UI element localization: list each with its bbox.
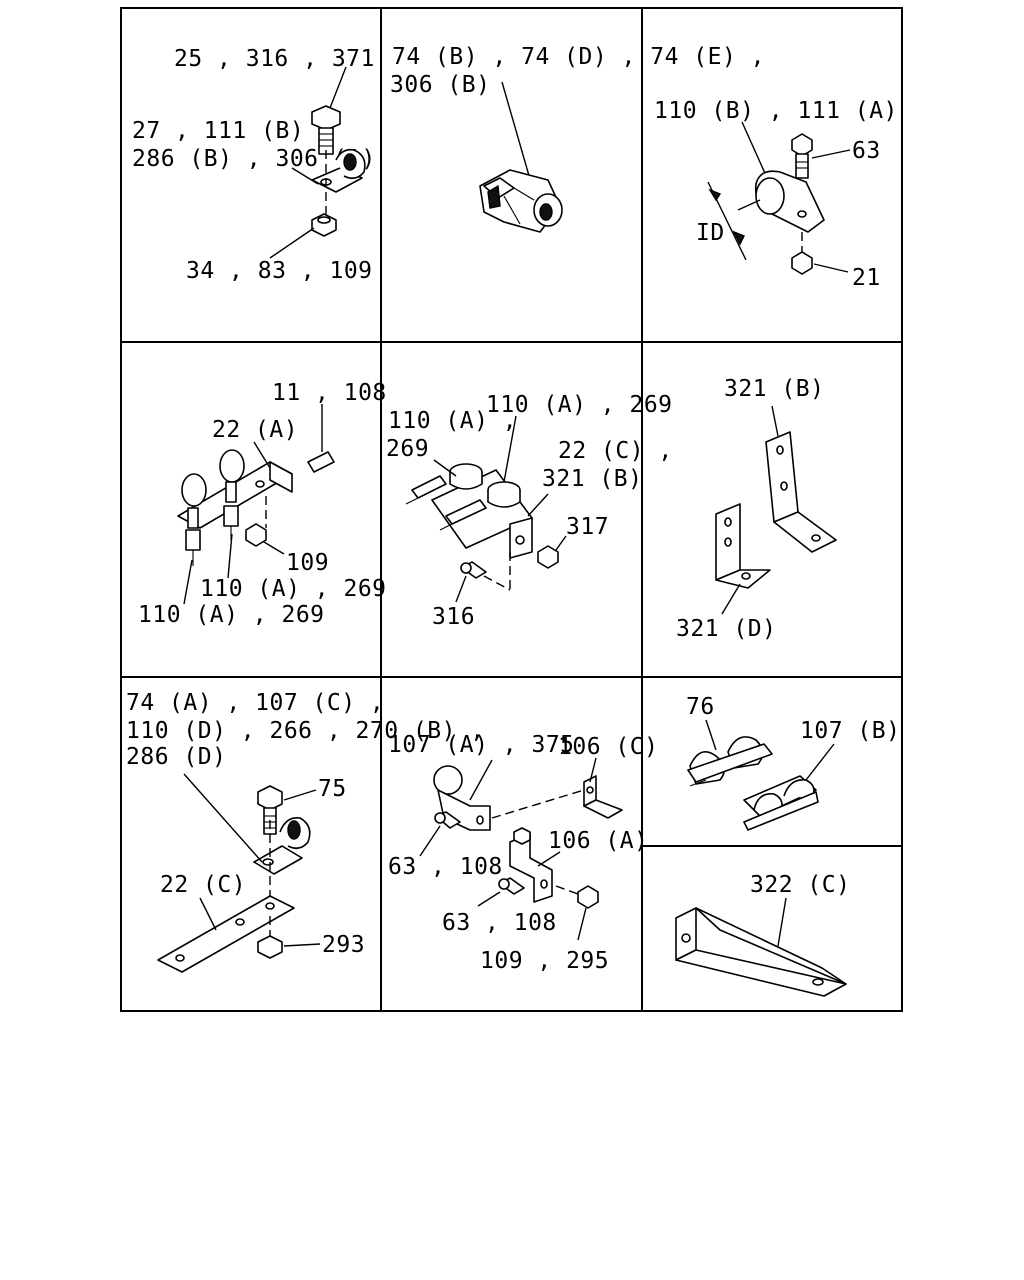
panel-9: 76 107 (B) xyxy=(686,694,900,831)
hose-band-icon xyxy=(181,449,245,566)
label-321d: 321 (D) xyxy=(676,616,776,642)
label-63-108-lower: 63 , 108 xyxy=(442,910,557,936)
label-110a-269: 110 (A) , 269 xyxy=(486,392,673,418)
bolt-icon xyxy=(498,877,525,895)
nut-icon xyxy=(311,213,337,237)
label-107b: 107 (B) xyxy=(800,718,900,744)
bolt-icon xyxy=(307,451,335,473)
nut-icon xyxy=(257,935,283,959)
panel-4: 11 , 108 22 (A) 109 110 (A) , 269 110 (A… xyxy=(138,380,387,628)
label-321b: 321 (B) xyxy=(724,376,824,402)
offset-bracket-icon xyxy=(509,833,553,903)
label-109-295: 109 , 295 xyxy=(480,948,609,974)
label-286d: 286 (D) xyxy=(126,744,226,770)
label-106c: 106 (C) xyxy=(558,734,658,760)
nut-icon xyxy=(245,523,267,547)
label-22c: 22 (C) , xyxy=(558,438,673,464)
hose-band-icon xyxy=(405,463,521,531)
label-322c: 322 (C) xyxy=(750,872,850,898)
nut-icon xyxy=(537,545,559,569)
label-316: 316 xyxy=(432,604,475,630)
bolt-icon xyxy=(434,811,461,829)
label-21: 21 xyxy=(852,265,881,291)
label-110a-269-lower: 110 (A) , 269 xyxy=(138,602,325,628)
panel-1: 25 , 316 , 371 27 , 111 (B) , 286 (B) , … xyxy=(132,46,376,284)
label-110b-111a: 110 (B) , 111 (A) xyxy=(654,98,898,124)
bolt-icon xyxy=(791,133,813,179)
label-75: 75 xyxy=(318,776,347,802)
label-74b-74d-74e: 74 (B) , 74 (D) , 74 (E) , xyxy=(392,44,765,70)
double-clip-76-icon xyxy=(687,736,773,787)
label-22c: 22 (C) xyxy=(160,872,246,898)
label-76: 76 xyxy=(686,694,715,720)
l-bracket-322c-icon xyxy=(675,907,847,997)
bolt-icon xyxy=(257,785,283,835)
panel-5: 110 (A) , 269 110 (A) , 269 22 (C) , 321… xyxy=(386,392,673,630)
label-34-83-109: 34 , 83 , 109 xyxy=(186,258,373,284)
label-107a-375: 107 (A) , 375 xyxy=(388,732,575,758)
panel-2: 74 (B) , 74 (D) , 74 (E) , 306 (B) xyxy=(390,44,765,233)
label-306b: 306 (B) xyxy=(390,72,490,98)
nut-icon xyxy=(791,251,813,275)
label-109: 109 xyxy=(286,550,329,576)
panel-10: 322 (C) xyxy=(675,872,850,997)
panel-6: 321 (B) 321 (D) xyxy=(676,376,837,642)
label-110a: 110 (A) , xyxy=(388,408,517,434)
label-269: 269 xyxy=(386,436,429,462)
double-clip-icon xyxy=(479,169,563,233)
panel-7: 74 (A) , 107 (C) , 110 (D) , 266 , 270 (… xyxy=(126,690,485,973)
panel-8: 107 (A) , 375 106 (C) 106 (A) 63 , 108 6… xyxy=(388,732,658,974)
angle-bracket-321d-icon xyxy=(715,503,771,589)
label-321b: 321 (B) xyxy=(542,466,642,492)
label-286b-306a: 286 (B) , 306 (A) xyxy=(132,146,376,172)
nut-icon xyxy=(513,827,531,845)
bolt-icon xyxy=(311,105,341,155)
p-clamp-icon xyxy=(754,170,825,233)
double-clip-107b-icon xyxy=(743,775,819,831)
small-bracket-icon xyxy=(583,775,623,819)
label-id: ID xyxy=(696,220,725,246)
label-63-108-upper: 63 , 108 xyxy=(388,854,503,880)
label-22a: 22 (A) xyxy=(212,417,298,443)
label-317: 317 xyxy=(566,514,609,540)
label-110a-269-upper: 110 (A) , 269 xyxy=(200,576,387,602)
label-106a: 106 (A) xyxy=(548,828,648,854)
label-11-108: 11 , 108 xyxy=(272,380,387,406)
angle-bracket-321b-icon xyxy=(765,431,837,553)
label-63: 63 xyxy=(852,138,881,164)
label-25-316-371: 25 , 316 , 371 xyxy=(174,46,375,72)
label-293: 293 xyxy=(322,932,365,958)
label-110d-266-270b: 110 (D) , 266 , 270 (B) , xyxy=(126,718,485,744)
nut-icon xyxy=(577,885,599,909)
label-27-111b: 27 , 111 (B) , xyxy=(132,118,333,144)
grid-frame xyxy=(120,7,903,1012)
pipe-clamp-icon xyxy=(253,816,311,875)
label-74a-107c: 74 (A) , 107 (C) , xyxy=(126,690,384,716)
bolt-icon xyxy=(460,561,487,579)
flat-plate-icon xyxy=(157,895,295,973)
panel-3: 110 (B) , 111 (A) 63 ID 21 xyxy=(654,98,898,291)
